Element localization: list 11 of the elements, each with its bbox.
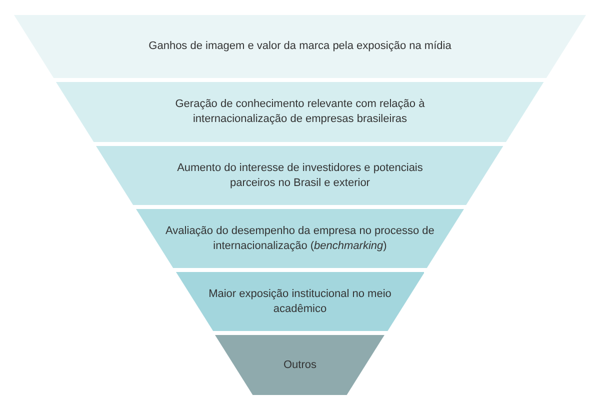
funnel-band xyxy=(176,272,424,331)
band-text: Avaliação do desempenho da empresa no processo de internacionalização (benchmarking) xyxy=(164,224,435,254)
funnel-band xyxy=(136,209,464,268)
band-text: Geração de conhecimento relevante com relação à internacionalização de empresas brasileiras xyxy=(174,97,426,127)
band-text: Aumento do interesse de investidores e potenciais parceiros no Brasil e exterior xyxy=(176,160,424,190)
funnel-band xyxy=(96,146,504,205)
funnel-band xyxy=(215,335,385,395)
band-text: Outros xyxy=(283,358,316,372)
band-text: Ganhos de imagem e valor da marca pela exposição na mídia xyxy=(148,39,452,54)
funnel-band xyxy=(56,82,544,142)
band-text: Maior exposição institucional no meio acadêmico xyxy=(208,286,392,316)
